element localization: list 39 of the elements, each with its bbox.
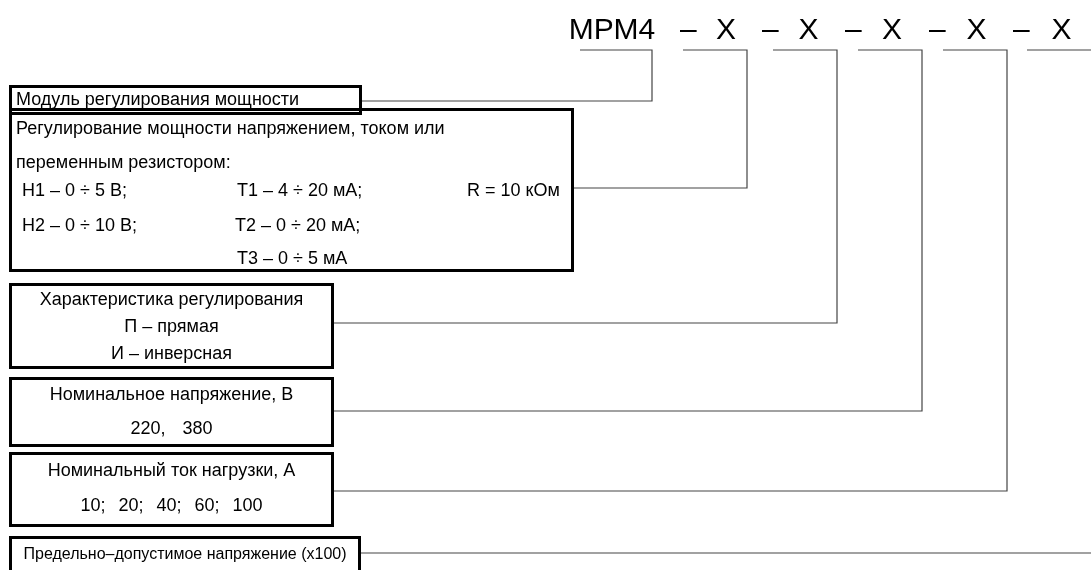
leader-line: [573, 49, 748, 189]
description-box: [9, 536, 361, 570]
option-text: 220, 380: [129, 417, 214, 440]
code-field-text: X: [882, 14, 902, 47]
code-field-text: X: [1051, 14, 1072, 47]
separator-dash: –: [929, 14, 946, 44]
option-text: Т2 – 0 ÷ 20 мА;: [235, 214, 361, 237]
box-heading: Номинальное напряжение, В: [48, 383, 295, 406]
separator-dash: –: [680, 14, 697, 44]
code-field-text: МРМ4: [568, 14, 656, 47]
code-field-text: X: [966, 14, 987, 47]
code-field-text: X: [716, 14, 736, 47]
option-text: И – инверсная: [110, 342, 233, 365]
description-box: [9, 85, 362, 115]
separator-dash: –: [1013, 14, 1030, 44]
leader-line: [333, 49, 1008, 492]
description-box: [9, 377, 334, 447]
code-field-text: X: [798, 14, 819, 47]
leader-line: [333, 49, 838, 324]
separator-dash: –: [762, 14, 779, 44]
option-text: П – прямая: [123, 315, 220, 338]
leader-line: [361, 49, 653, 102]
leader-line: [333, 49, 923, 412]
option-text: R = 10 кОм: [467, 179, 560, 202]
description-box: [9, 108, 574, 272]
box-heading: Модуль регулирования мощности: [16, 88, 301, 111]
box-heading: Номинальный ток нагрузки, А: [46, 459, 297, 482]
option-text: 10; 20; 40; 60; 100: [79, 494, 264, 517]
option-text: Т1 – 4 ÷ 20 мА;: [237, 179, 363, 202]
description-box: [9, 283, 334, 369]
box-heading: Предельно–допустимое напряжение (x100): [22, 544, 348, 564]
box-heading: Регулирование мощности напряжением, током или переменным резистором:: [16, 117, 446, 174]
option-text: Н1 – 0 ÷ 5 В;: [22, 179, 127, 202]
separator-dash: –: [845, 14, 862, 44]
box-heading: Характеристика регулирования: [38, 288, 305, 311]
description-box: [9, 452, 334, 527]
leader-line: [360, 49, 1091, 554]
option-text: Т3 – 0 ÷ 5 мА: [237, 247, 348, 270]
option-text: Н2 – 0 ÷ 10 В;: [22, 214, 137, 237]
